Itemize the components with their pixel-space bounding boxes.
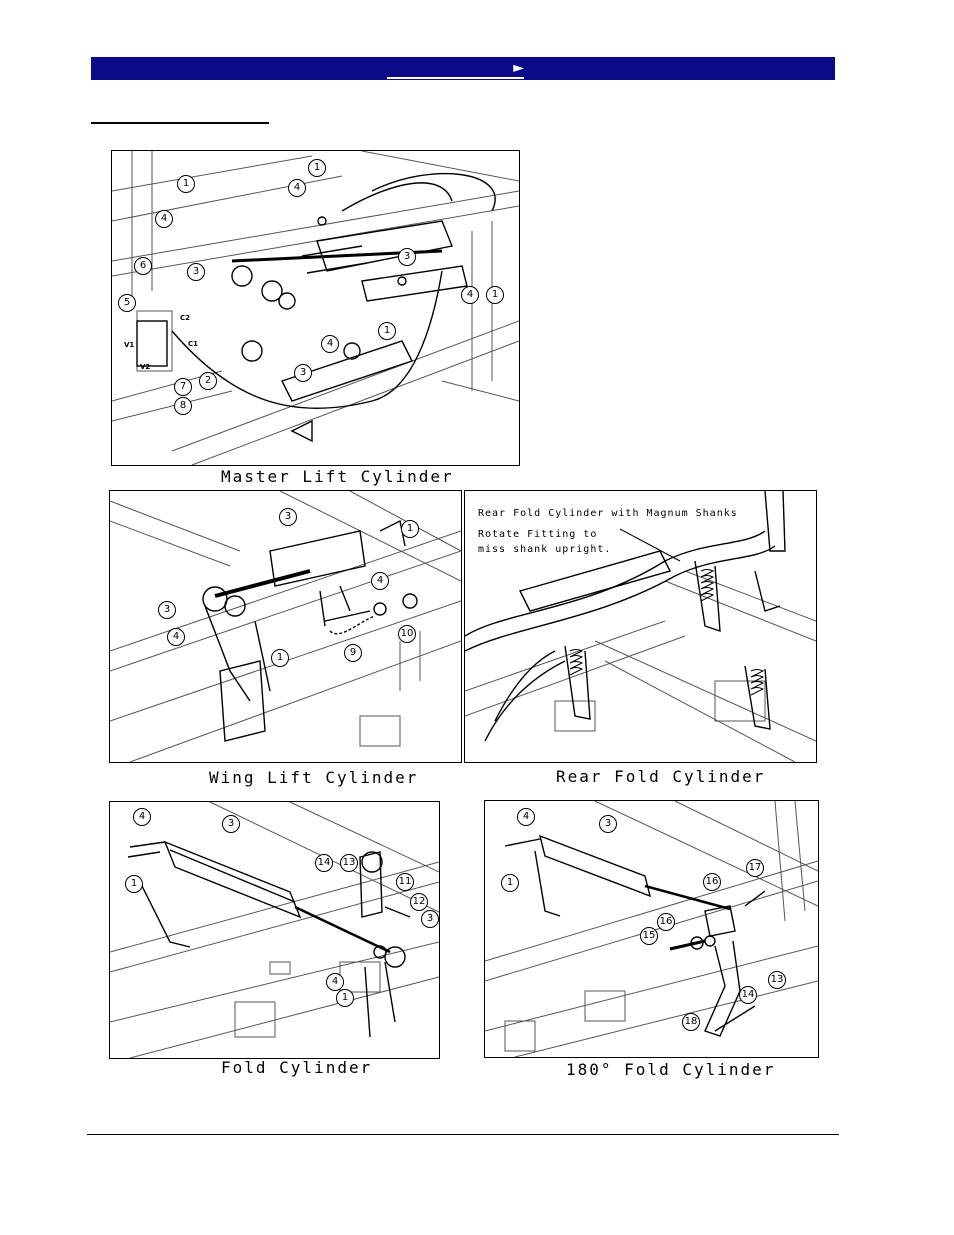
shank-upright-note: miss shank upright.: [478, 544, 612, 555]
callout-3: 3: [421, 910, 439, 928]
callout-10: 10: [398, 625, 416, 643]
callout-3: 3: [294, 364, 312, 382]
callout-4: 4: [133, 808, 151, 826]
callout-4: 4: [517, 808, 535, 826]
callout-12: 12: [410, 893, 428, 911]
callout-4: 4: [288, 179, 306, 197]
fold-cylinder-caption: Fold Cylinder: [221, 1058, 373, 1077]
port-label-c2: C2: [180, 314, 191, 322]
callout-15: 15: [640, 927, 658, 945]
callout-1: 1: [501, 874, 519, 892]
section-title-underline: [91, 122, 269, 124]
callout-3: 3: [599, 815, 617, 833]
port-label-v2: V2: [140, 363, 151, 371]
callout-1: 1: [401, 520, 419, 538]
fold-drawing: [110, 802, 439, 1058]
footer-rule: [87, 1134, 839, 1135]
master-lift-drawing: [112, 151, 519, 465]
callout-17: 17: [746, 859, 764, 877]
fold-cylinder-figure: 4 3 1 14 13 11 12 3 4 1: [109, 801, 440, 1059]
callout-1: 1: [486, 286, 504, 304]
magnum-shanks-note: Rear Fold Cylinder with Magnum Shanks: [478, 508, 738, 519]
callout-7: 7: [174, 378, 192, 396]
callout-1: 1: [125, 875, 143, 893]
callout-1: 1: [378, 322, 396, 340]
callout-9: 9: [344, 644, 362, 662]
master-lift-cylinder-figure: 1 4 1 4 3 6 5 2 7 8 3 4 1 3 4 1 C2 V1 C1…: [111, 150, 520, 466]
fold-180-drawing: [485, 801, 818, 1057]
rotate-fitting-note: Rotate Fitting to: [478, 529, 598, 540]
callout-16: 16: [703, 873, 721, 891]
callout-3: 3: [158, 601, 176, 619]
rear-fold-cylinder-figure: Rear Fold Cylinder with Magnum Shanks Ro…: [464, 490, 817, 763]
callout-4: 4: [326, 973, 344, 991]
callout-3: 3: [279, 508, 297, 526]
rear-fold-drawing: [465, 491, 816, 762]
fold-180-caption: 180° Fold Cylinder: [566, 1060, 776, 1079]
callout-13: 13: [768, 971, 786, 989]
port-label-c1: C1: [188, 340, 199, 348]
callout-6: 6: [134, 257, 152, 275]
port-label-v1: V1: [124, 341, 135, 349]
play-arrow-icon: ►: [513, 60, 524, 76]
rear-fold-caption: Rear Fold Cylinder: [556, 767, 766, 786]
callout-2: 2: [199, 372, 217, 390]
callout-4: 4: [321, 335, 339, 353]
callout-1: 1: [271, 649, 289, 667]
callout-3: 3: [398, 248, 416, 266]
wing-lift-caption: Wing Lift Cylinder: [209, 768, 419, 787]
callout-16: 16: [657, 913, 675, 931]
callout-14: 14: [739, 986, 757, 1004]
callout-8: 8: [174, 397, 192, 415]
callout-4: 4: [155, 210, 173, 228]
callout-1: 1: [177, 175, 195, 193]
callout-4: 4: [371, 572, 389, 590]
callout-13: 13: [340, 854, 358, 872]
wing-lift-drawing: [110, 491, 461, 762]
fold-180-cylinder-figure: 4 3 1 17 16 16 15 13 14 18: [484, 800, 819, 1058]
callout-11: 11: [396, 873, 414, 891]
callout-4: 4: [167, 628, 185, 646]
next-page-link[interactable]: ►: [387, 59, 524, 79]
callout-3: 3: [187, 263, 205, 281]
callout-5: 5: [118, 294, 136, 312]
callout-4: 4: [461, 286, 479, 304]
wing-lift-cylinder-figure: 3 1 4 3 4 1 9 10: [109, 490, 462, 763]
callout-3: 3: [222, 815, 240, 833]
callout-1: 1: [336, 989, 354, 1007]
master-lift-caption: Master Lift Cylinder: [221, 467, 454, 486]
callout-14: 14: [315, 854, 333, 872]
callout-18: 18: [682, 1013, 700, 1031]
callout-1: 1: [308, 159, 326, 177]
header-bar: ►: [91, 57, 835, 80]
